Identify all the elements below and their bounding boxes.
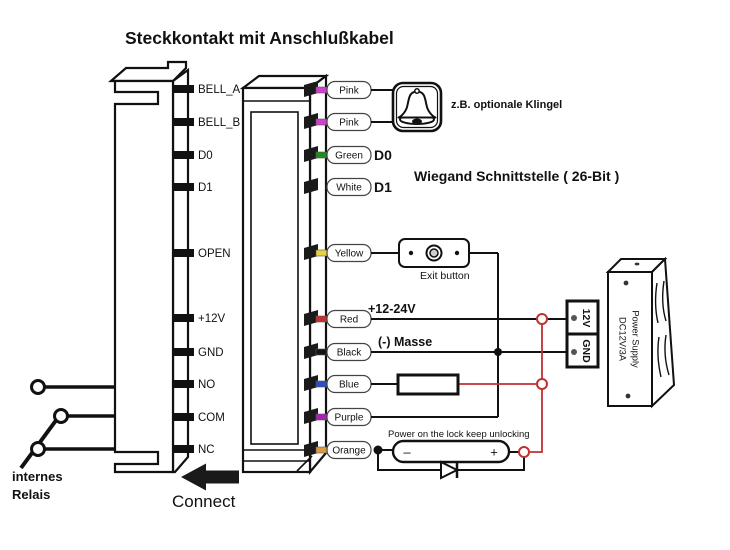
exit-button-icon xyxy=(398,238,470,268)
terminal-block xyxy=(565,299,600,369)
pin-label-gnd: GND xyxy=(198,347,224,359)
right-connector-front-face xyxy=(241,86,312,474)
wire-color-pills: Pink Pink Green White Yellow Red Black B… xyxy=(326,80,372,460)
resistor-symbol xyxy=(396,373,460,396)
pin-label-bell-b: BELL_B xyxy=(198,117,241,129)
terminal-label-12v: 12V xyxy=(580,309,592,328)
orange-junction-dot xyxy=(373,445,383,455)
pin-label-nc: NC xyxy=(198,444,215,456)
connect-arrow-icon xyxy=(181,463,239,491)
wire-label-blue: Blue xyxy=(339,380,359,391)
pin-label-bell-a: BELL_A xyxy=(198,84,241,96)
psu-label-line1: DC12V/3A xyxy=(618,317,628,362)
minus-supply-note: (-) Masse xyxy=(378,335,432,349)
wire-label-pink-2: Pink xyxy=(339,118,359,129)
wire-label-black: Black xyxy=(337,348,362,359)
left-connector-top-face xyxy=(108,60,188,83)
wire-label-purple: Purple xyxy=(335,413,364,424)
pin-label-d0: D0 xyxy=(198,150,213,162)
d0-annotation: D0 xyxy=(374,147,392,163)
gnd-junction-dot xyxy=(494,348,502,356)
right-connector-pins xyxy=(304,81,318,457)
relay-label-line1: internes xyxy=(12,469,63,484)
lock-symbol: – + xyxy=(391,439,511,464)
left-connector-block xyxy=(108,60,190,474)
wire-label-red: Red xyxy=(340,315,358,326)
wire-label-pink-1: Pink xyxy=(339,86,359,97)
pin-label-open: OPEN xyxy=(198,248,231,260)
wiegand-note: Wiegand Schnittstelle ( 26-Bit ) xyxy=(414,168,619,184)
lock-minus-label: – xyxy=(403,445,411,460)
pin-labels: BELL_A BELL_B D0 D1 OPEN +12V GND NO COM… xyxy=(198,84,241,456)
pin-label-12v: +12V xyxy=(198,313,226,325)
pin-label-d1: D1 xyxy=(198,182,213,194)
terminal-label-gnd: GND xyxy=(580,339,592,363)
pin-label-com: COM xyxy=(198,412,225,424)
exit-button-label: Exit button xyxy=(420,270,470,282)
terminal-screw-top xyxy=(571,315,577,321)
diode-icon xyxy=(440,460,460,480)
relay-label-line2: Relais xyxy=(12,487,50,502)
page-title: Steckkontakt mit Anschlußkabel xyxy=(125,28,394,48)
left-connector-pins xyxy=(174,85,194,453)
plus-supply-note: +12-24V xyxy=(368,302,416,316)
wire-label-green: Green xyxy=(335,151,363,162)
left-connector-front-face xyxy=(113,79,175,474)
bell-icon xyxy=(391,81,443,133)
relay-symbol xyxy=(19,379,115,470)
bell-note: z.B. optionale Klingel xyxy=(451,99,562,111)
power-supply-box xyxy=(605,256,676,409)
red-connection-nodes xyxy=(518,313,548,458)
wire-label-white: White xyxy=(336,183,362,194)
terminal-screw-bottom xyxy=(571,349,577,355)
wiring-red xyxy=(458,324,543,453)
right-connector-block xyxy=(239,73,330,476)
d1-annotation: D1 xyxy=(374,179,392,195)
lock-plus-label: + xyxy=(490,445,498,460)
pin-label-no: NO xyxy=(198,379,215,391)
wire-label-orange: Orange xyxy=(332,446,366,457)
left-connector-side-face xyxy=(171,67,190,474)
wire-label-yellow: Yellow xyxy=(335,249,364,260)
psu-label-line2: Power Supply xyxy=(631,310,641,368)
lock-note: Power on the lock keep unlocking xyxy=(388,429,530,440)
connect-label: Connect xyxy=(172,492,236,511)
